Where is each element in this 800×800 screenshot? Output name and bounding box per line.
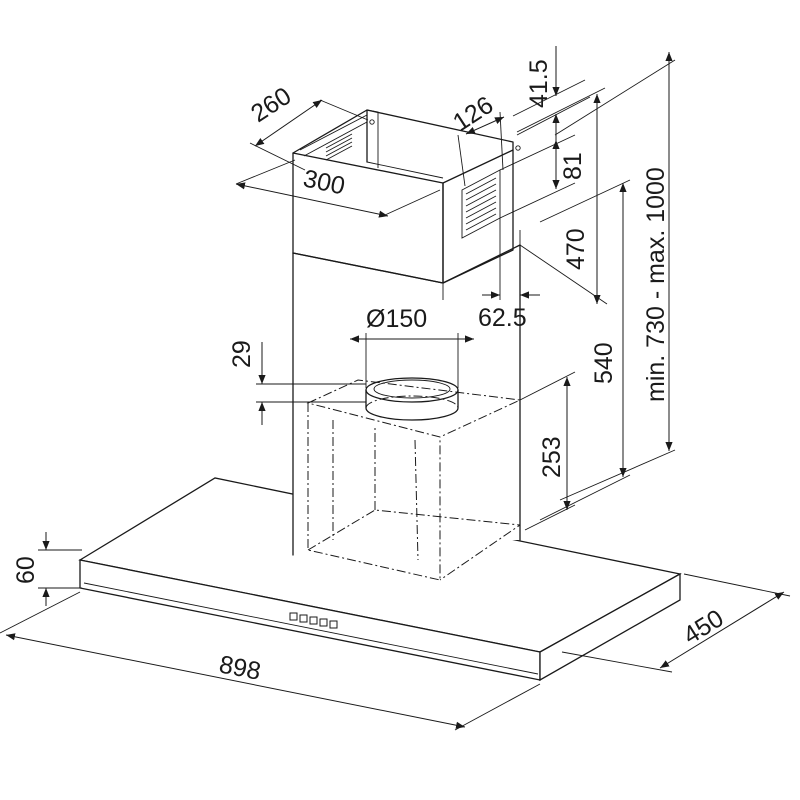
duct-collar: [365, 377, 459, 421]
control-button-3[interactable]: [309, 616, 318, 625]
control-panel: [289, 612, 338, 629]
dim-motor-height: 253: [538, 436, 566, 478]
dim-top-depth: 260: [246, 82, 296, 128]
dim-total-height: min. 730 - max. 1000: [642, 167, 670, 402]
dim-vent-width: 126: [448, 91, 498, 137]
upper-chimney-side: [442, 149, 514, 284]
dim-canopy-width: 898: [217, 650, 263, 685]
dim-vent-height: 81: [559, 152, 587, 180]
motor-block-hidden: [306, 379, 522, 581]
dim-top-offset: 41.5: [525, 59, 553, 108]
dim-canopy-depth: 450: [678, 604, 728, 650]
control-button-1[interactable]: [289, 612, 298, 621]
dim-canopy-height: 60: [12, 556, 40, 584]
dim-vent-offset: 62.5: [478, 304, 527, 332]
bracket-flange: [366, 109, 379, 168]
upper-chimney-top-outline: [292, 109, 514, 154]
upper-chimney: [292, 109, 521, 284]
screw-icon: [515, 145, 521, 151]
control-button-5[interactable]: [329, 620, 338, 629]
dimension-lines: [0, 46, 791, 731]
control-button-2[interactable]: [299, 614, 308, 623]
dim-top-width: 300: [301, 164, 348, 200]
dim-upper-chimney: 470: [562, 228, 590, 270]
side-vent-grille-icon: [461, 169, 501, 239]
lower-chimney: [292, 244, 521, 556]
back-vent-grille-icon: [325, 133, 353, 161]
dim-lower-chimney: 540: [590, 342, 618, 384]
dim-collar-height: 29: [228, 340, 256, 368]
dim-duct-diameter: Ø150: [366, 305, 427, 333]
control-button-4[interactable]: [319, 618, 328, 627]
screw-icon: [369, 119, 375, 125]
